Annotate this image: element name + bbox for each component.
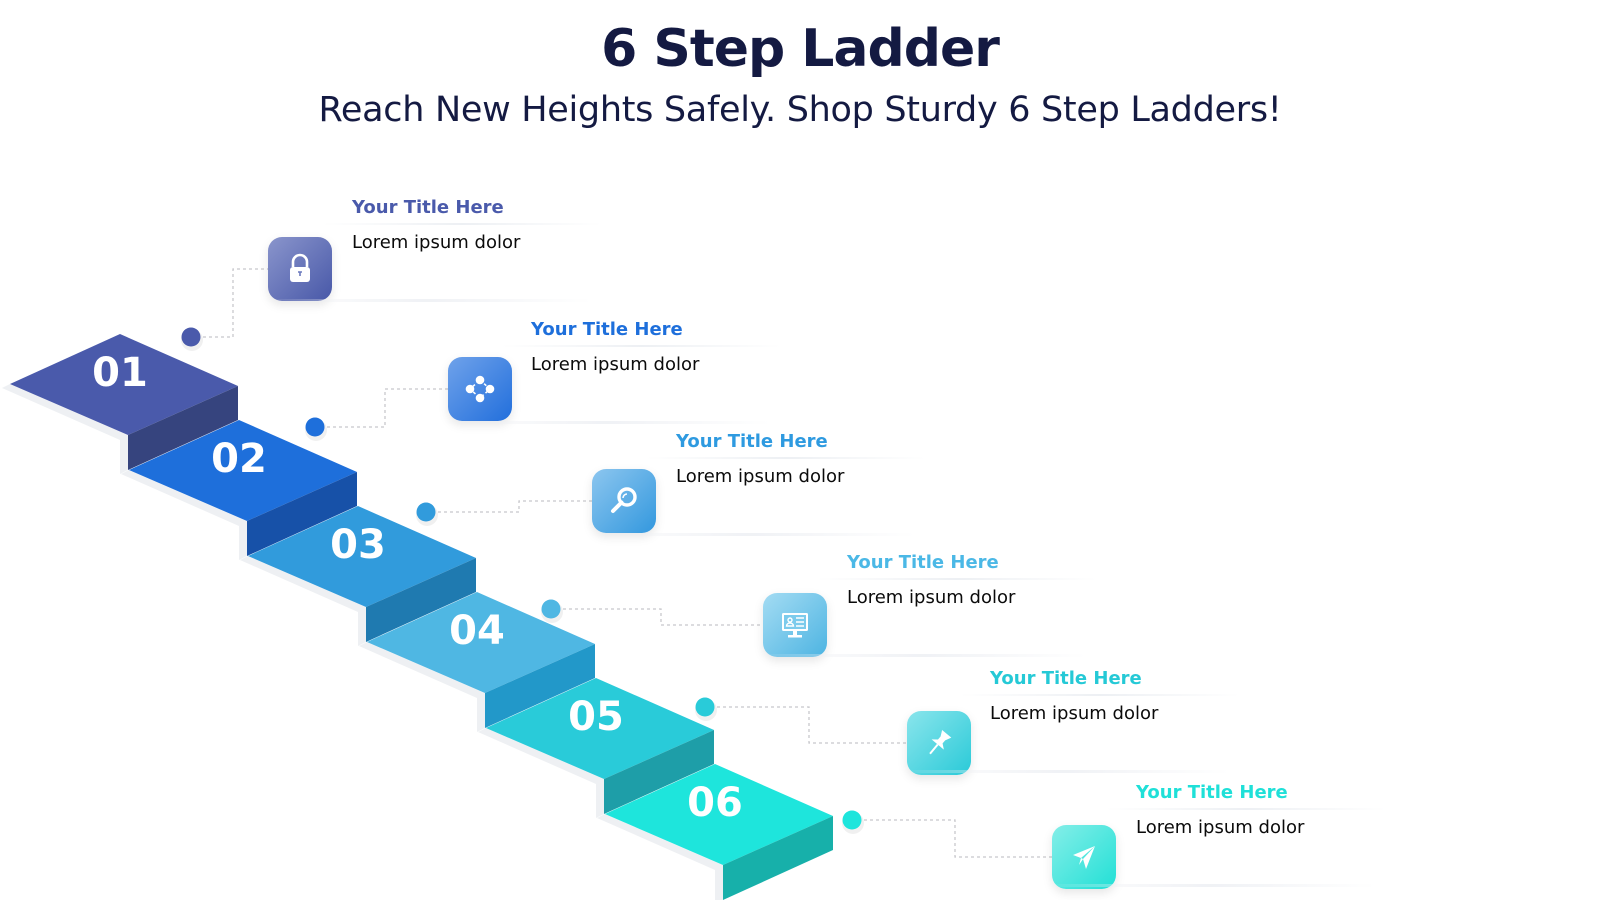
page-title: 6 Step Ladder — [601, 19, 1000, 79]
lock-icon — [283, 252, 317, 286]
search-icon — [607, 484, 641, 518]
step-title: Your Title Here — [990, 668, 1142, 689]
lock-icon-tile — [268, 237, 332, 301]
step-shadow — [240, 556, 366, 646]
step-number: 01 — [92, 350, 148, 396]
step-marker-dot — [695, 697, 715, 717]
step-description: Lorem ipsum dolor — [676, 466, 845, 487]
step-title: Your Title Here — [676, 431, 828, 452]
card-divider — [262, 299, 592, 302]
step-number: 05 — [568, 694, 624, 740]
step-riser-face — [485, 644, 595, 728]
card-divider — [1046, 884, 1376, 887]
step-shadow — [597, 814, 723, 900]
step-shadow — [121, 470, 247, 560]
connector-line — [705, 706, 907, 744]
step-top-face — [605, 764, 833, 865]
step-description: Lorem ipsum dolor — [1136, 817, 1305, 838]
step-number: 03 — [330, 522, 386, 568]
connector-line — [852, 819, 1052, 858]
pushpin-icon — [922, 726, 956, 760]
step-title: Your Title Here — [1136, 782, 1288, 803]
step-01[interactable]: 01 — [10, 334, 238, 470]
step-description: Lorem ipsum dolor — [531, 354, 700, 375]
title-divider — [960, 694, 1240, 696]
step-04[interactable]: 04 — [367, 592, 595, 728]
step-riser-face — [723, 816, 833, 900]
network-nodes-icon — [463, 372, 497, 406]
connector-line — [315, 388, 448, 428]
pushpin-icon-tile — [907, 711, 971, 775]
paper-plane-icon — [1067, 840, 1101, 874]
step-title: Your Title Here — [847, 552, 999, 573]
card-divider — [586, 533, 916, 536]
step-riser-face — [366, 558, 476, 642]
step-marker-dot — [181, 327, 201, 347]
step-top-face — [367, 592, 595, 693]
monitor-profile-icon — [778, 608, 812, 642]
step-title: Your Title Here — [352, 197, 504, 218]
step-02[interactable]: 02 — [129, 420, 357, 556]
step-marker-dot — [541, 599, 561, 619]
step-number: 02 — [211, 436, 267, 482]
monitor-profile-icon-tile — [763, 593, 827, 657]
step-title: Your Title Here — [531, 319, 683, 340]
title-divider — [1106, 808, 1386, 810]
title-divider — [817, 578, 1097, 580]
step-description: Lorem ipsum dolor — [990, 703, 1159, 724]
card-divider — [757, 654, 1087, 657]
connector-line — [191, 268, 268, 338]
step-shadow — [478, 728, 604, 818]
step-marker-dot — [416, 502, 436, 522]
title-divider — [646, 457, 926, 459]
step-description: Lorem ipsum dolor — [847, 587, 1016, 608]
step-shadow — [2, 384, 128, 474]
paper-plane-icon-tile — [1052, 825, 1116, 889]
step-number: 04 — [449, 608, 505, 654]
step-03[interactable]: 03 — [248, 506, 476, 642]
step-riser-face — [247, 472, 357, 556]
step-top-face — [129, 420, 357, 521]
connector-line — [426, 500, 592, 513]
title-divider — [322, 223, 602, 225]
card-divider — [900, 770, 1230, 773]
card-divider — [441, 421, 771, 424]
step-riser-face — [128, 386, 238, 470]
step-marker-dot — [305, 417, 325, 437]
title-divider — [501, 345, 781, 347]
step-05[interactable]: 05 — [486, 678, 714, 814]
page-subtitle: Reach New Heights Safely. Shop Sturdy 6 … — [318, 90, 1282, 130]
step-top-face — [486, 678, 714, 779]
step-top-face — [10, 334, 238, 435]
step-top-face — [248, 506, 476, 607]
network-nodes-icon-tile — [448, 357, 512, 421]
search-icon-tile — [592, 469, 656, 533]
connector-line — [551, 608, 763, 626]
step-shadow — [359, 642, 485, 732]
step-number: 06 — [687, 780, 743, 826]
step-description: Lorem ipsum dolor — [352, 232, 521, 253]
step-riser-face — [604, 730, 714, 814]
step-06[interactable]: 06 — [605, 764, 833, 900]
step-marker-dot — [842, 810, 862, 830]
